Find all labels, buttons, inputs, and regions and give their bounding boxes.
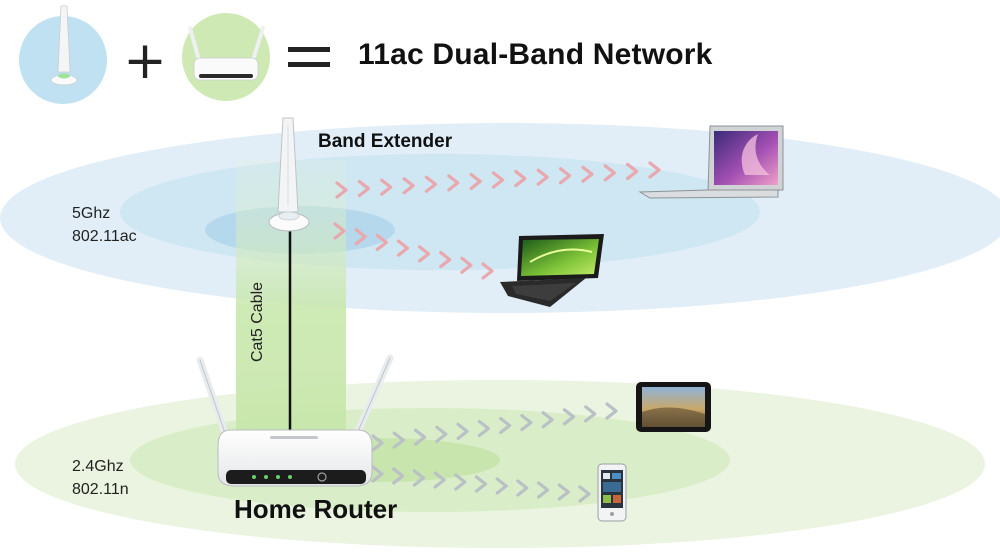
router-signal-lower — [371, 465, 591, 503]
equation-router-icon — [182, 13, 270, 101]
signal-chevron-icon — [626, 162, 639, 181]
signal-chevron-icon — [603, 164, 616, 182]
signal-chevron-icon — [447, 174, 460, 192]
band-5ghz-frequency: 5Ghz — [72, 205, 111, 222]
router-signal-upper — [371, 402, 618, 452]
signal-chevron-icon — [392, 467, 405, 485]
signal-chevron-icon — [460, 256, 473, 274]
signal-chevron-icon — [396, 239, 410, 257]
signal-chevron-icon — [469, 172, 482, 191]
signal-chevron-icon — [648, 161, 661, 179]
band-5ghz-label: 5Ghz 802.11ac — [72, 202, 137, 248]
signal-chevron-icon — [605, 402, 618, 420]
signal-chevron-icon — [333, 222, 346, 240]
band-24ghz-standard: 802.11n — [72, 481, 129, 498]
signal-chevron-icon — [433, 471, 446, 489]
signal-chevron-icon — [584, 405, 597, 423]
signal-chevron-icon — [474, 475, 488, 493]
page-title: 11ac Dual-Band Network — [358, 38, 713, 71]
signal-chevron-icon — [413, 428, 427, 446]
extender-5ghz-zone — [0, 123, 1000, 313]
signal-chevron-icon — [402, 177, 415, 195]
signal-chevron-icon — [439, 250, 452, 269]
signal-chevron-icon — [537, 481, 550, 499]
smartphone-icon — [597, 463, 627, 522]
signal-chevron-icon — [499, 416, 512, 435]
equation-extender-icon — [19, 5, 107, 104]
signal-chevron-icon — [541, 411, 554, 429]
extender-antenna-mini — [57, 5, 71, 73]
band-extender-label: Band Extender — [318, 131, 453, 152]
router-front-panel — [226, 470, 366, 484]
router-bubble — [182, 13, 270, 101]
signal-chevron-icon — [578, 485, 591, 503]
signal-chevron-icon — [495, 477, 508, 495]
signal-chevron-icon — [558, 167, 572, 185]
signal-chevron-icon — [481, 262, 494, 280]
equals-symbol — [288, 47, 330, 67]
signal-chevron-icon — [375, 233, 388, 252]
extender-signal-upper — [335, 161, 661, 199]
laptop-silver-icon — [638, 125, 784, 199]
signal-chevron-icon — [435, 425, 448, 443]
signal-chevron-icon — [581, 165, 594, 183]
wps-button-icon — [317, 472, 327, 482]
signal-chevron-icon — [424, 175, 438, 193]
cat5-cable-label: Cat5 Cable — [249, 281, 266, 363]
home-router-device — [196, 354, 394, 487]
band-24ghz-frequency: 2.4Ghz — [72, 458, 124, 475]
signal-chevron-icon — [371, 465, 384, 483]
laptop-black-icon — [500, 234, 604, 307]
signal-chevron-icon — [412, 469, 425, 487]
router-2ghz-zone — [15, 380, 985, 548]
signal-chevron-icon — [357, 179, 370, 198]
signal-chevron-icon — [557, 483, 570, 501]
signal-chevron-icon — [516, 479, 529, 497]
tablet-icon — [636, 382, 711, 432]
signal-chevron-icon — [562, 408, 576, 426]
signal-chevron-icon — [417, 245, 431, 263]
signal-chevron-icon — [456, 422, 469, 440]
signal-chevron-icon — [491, 171, 505, 189]
signal-chevron-icon — [392, 431, 405, 449]
band-24ghz-label: 2.4Ghz 802.11n — [72, 455, 129, 501]
signal-chevron-icon — [477, 419, 490, 438]
signal-chevron-icon — [335, 181, 348, 199]
signal-chevron-icon — [380, 178, 393, 196]
signal-chevron-icon — [354, 228, 367, 246]
band-extender-device — [268, 117, 310, 232]
band-5ghz-standard: 802.11ac — [72, 228, 137, 245]
plus-symbol: + — [123, 31, 167, 91]
signal-chevron-icon — [454, 473, 467, 491]
extender-signal-lower — [333, 222, 494, 280]
signal-chevron-icon — [371, 434, 384, 452]
signal-chevron-icon — [536, 168, 549, 186]
signal-chevron-icon — [514, 169, 527, 188]
home-router-label: Home Router — [234, 494, 398, 524]
signal-chevron-icon — [520, 414, 533, 432]
